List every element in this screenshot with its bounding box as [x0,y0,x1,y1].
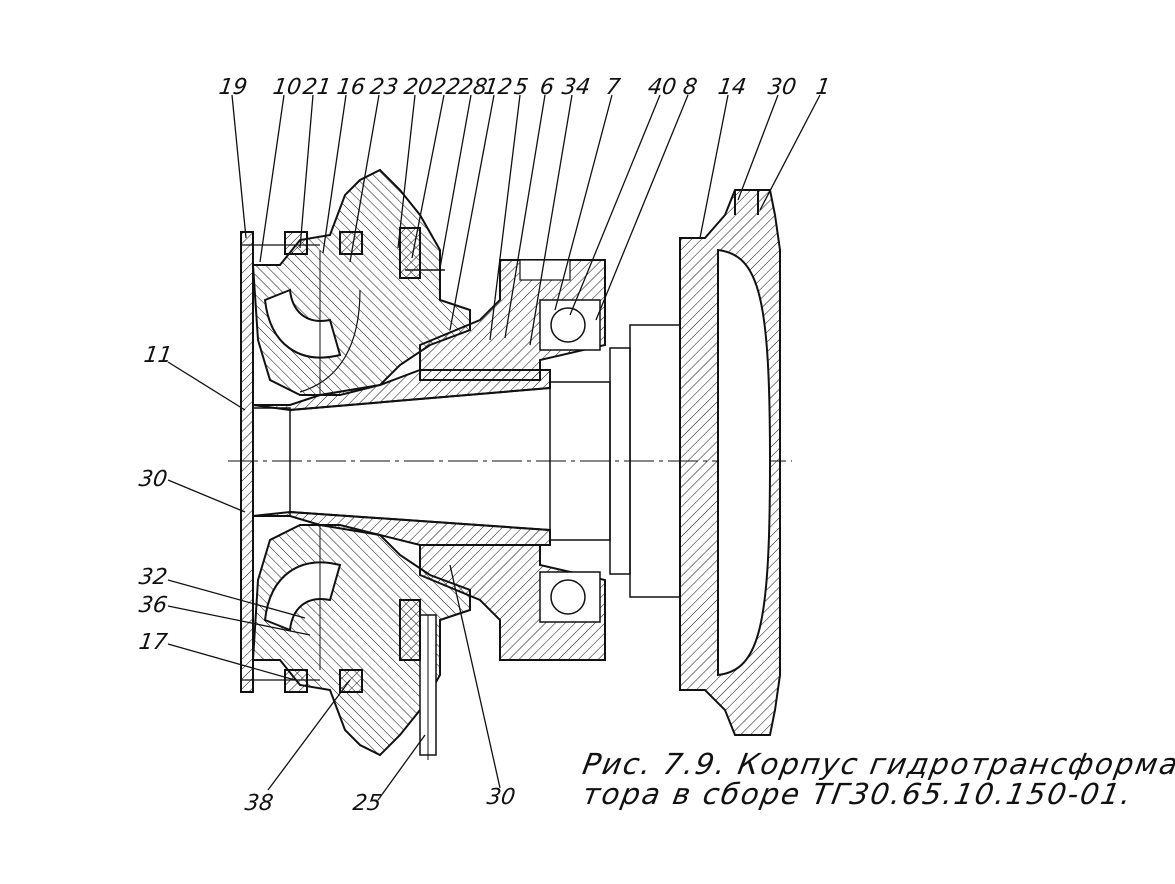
callout-21: 21 [301,75,333,100]
bore [252,407,291,517]
callout-40: 40 [646,75,678,100]
callout-38: 38 [243,791,275,816]
callout-23: 23 [368,75,400,100]
callout-12: 12 [482,75,514,100]
callout-30-left: 30 [137,467,169,492]
callout-32: 32 [137,565,169,590]
callout-10: 10 [271,75,303,100]
figure-caption-line-2: тора в сборе ТГ30.65.10.150-01. [580,777,1136,811]
callout-11: 11 [142,343,174,368]
callout-30-bottom: 30 [485,785,517,810]
callout-14: 14 [716,75,748,100]
callout-19: 19 [217,75,249,100]
upper-bearing-ball [550,307,586,343]
figure-caption-line-1: Рис. 7.9. Корпус гидротрансформа- [580,747,1175,781]
callout-25: 25 [351,791,383,816]
callout-30-top: 30 [766,75,798,100]
callout-36: 36 [137,593,169,618]
lower-bearing-ball [550,579,586,615]
callout-34: 34 [560,75,592,100]
callout-16: 16 [335,75,367,100]
callout-20: 20 [402,75,434,100]
callout-17: 17 [137,630,169,655]
